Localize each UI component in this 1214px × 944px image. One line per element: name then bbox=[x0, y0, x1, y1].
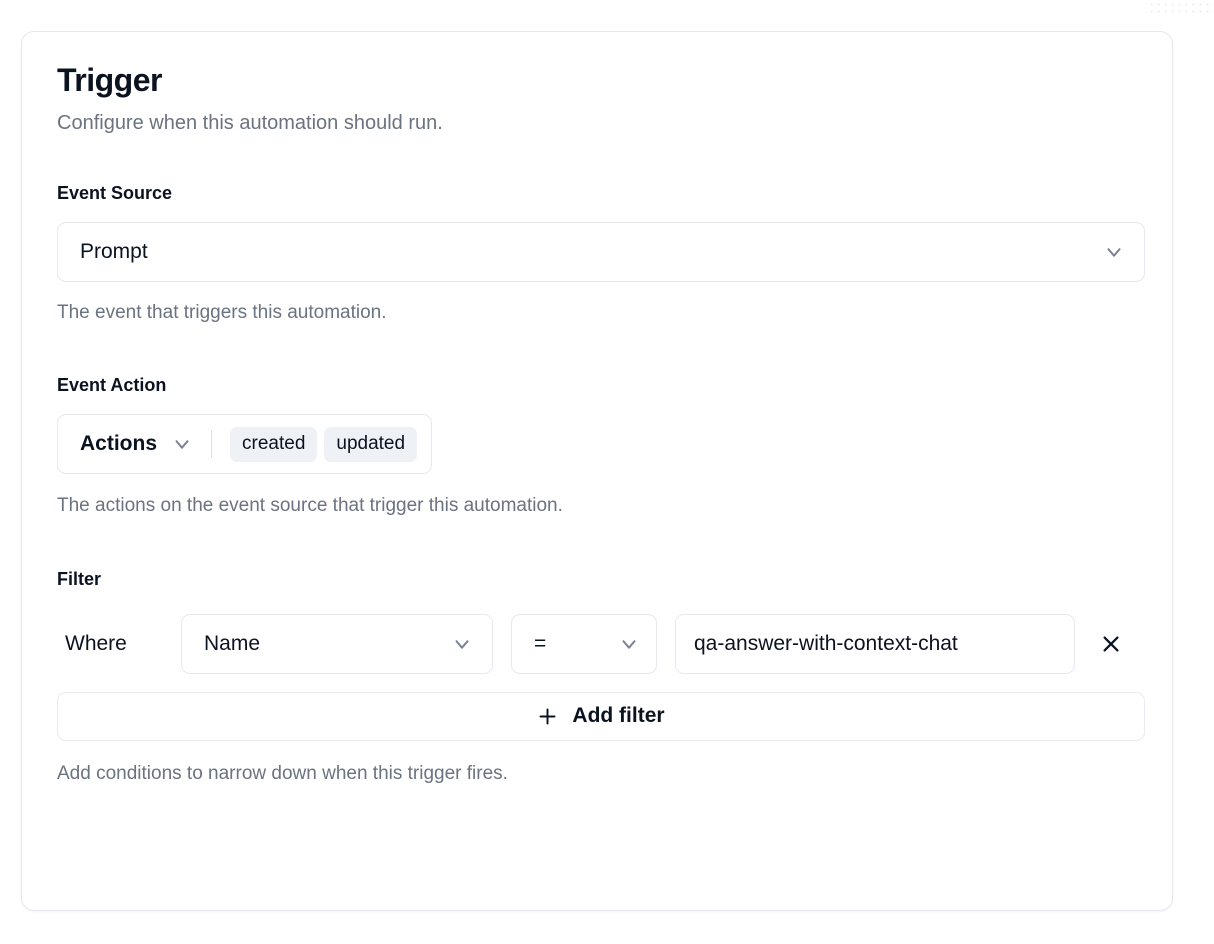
filter-operator-select[interactable]: = bbox=[511, 613, 657, 674]
add-filter-button[interactable]: Add filter bbox=[57, 691, 1145, 741]
plus-icon bbox=[537, 706, 558, 727]
filter-field-value: Name bbox=[204, 631, 261, 655]
chevron-down-icon bbox=[1103, 241, 1125, 263]
filter-where-label: Where bbox=[65, 631, 127, 655]
page-subtitle: Configure when this automation should ru… bbox=[57, 112, 443, 134]
filter-group: Filter Where Name = bbox=[57, 568, 1145, 786]
add-filter-label: Add filter bbox=[572, 704, 665, 728]
decorative-dot-pattern bbox=[1148, 0, 1214, 16]
event-source-label: Event Source bbox=[57, 183, 173, 203]
combo-divider bbox=[211, 430, 213, 459]
chevron-down-icon bbox=[618, 633, 640, 655]
chevron-down-icon bbox=[171, 433, 193, 455]
filter-operator-value: = bbox=[534, 631, 547, 655]
event-action-dropdown-trigger[interactable]: Actions bbox=[80, 415, 193, 473]
event-action-chip[interactable]: created bbox=[230, 427, 318, 462]
remove-filter-button[interactable] bbox=[1091, 624, 1131, 664]
event-action-chip-list: created updated bbox=[230, 427, 418, 462]
filter-row: Where Name = bbox=[57, 613, 1145, 674]
filter-help-text: Add conditions to narrow down when this … bbox=[57, 762, 508, 784]
event-action-combo: Actions created updated bbox=[57, 414, 433, 475]
event-action-label: Event Action bbox=[57, 375, 167, 396]
close-icon bbox=[1100, 633, 1122, 655]
event-source-value: Prompt bbox=[80, 240, 148, 264]
event-action-help-text: The actions on the event source that tri… bbox=[57, 495, 563, 517]
event-source-select[interactable]: Prompt bbox=[57, 222, 1145, 283]
trigger-card: Trigger Configure when this automation s… bbox=[21, 31, 1173, 911]
event-action-group: Event Action Actions created updated The… bbox=[57, 374, 1145, 519]
event-source-group: Event Source Prompt The event that trigg… bbox=[57, 182, 1145, 326]
filter-label: Filter bbox=[57, 569, 102, 590]
filter-value-input[interactable] bbox=[675, 613, 1075, 674]
event-action-trigger-label: Actions bbox=[80, 432, 158, 456]
filter-field-select[interactable]: Name bbox=[181, 613, 493, 674]
event-source-help-text: The event that triggers this automation. bbox=[57, 302, 387, 324]
page-title: Trigger bbox=[57, 62, 162, 98]
chevron-down-icon bbox=[451, 633, 473, 655]
event-action-chip[interactable]: updated bbox=[324, 427, 418, 462]
